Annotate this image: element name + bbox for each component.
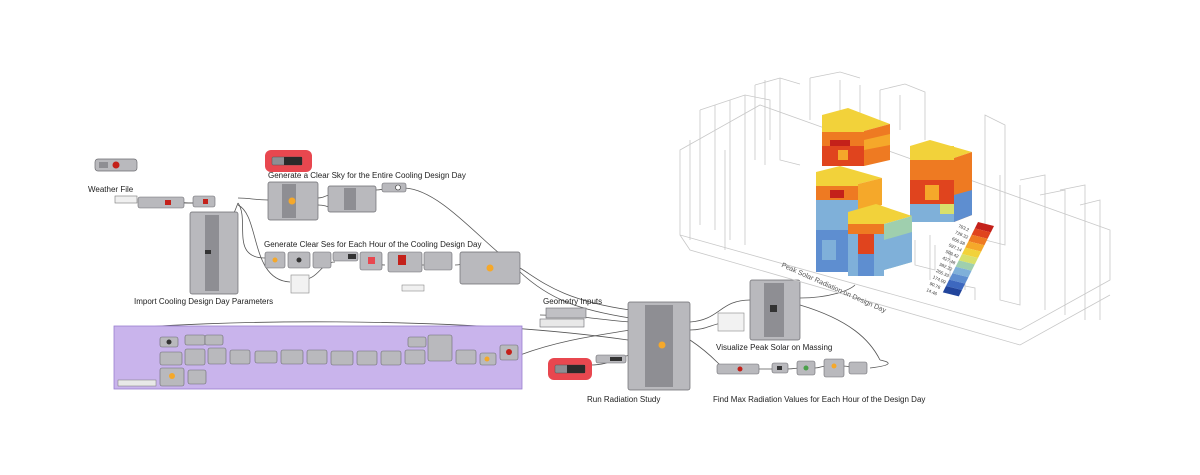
tower-b: [910, 140, 972, 222]
sky-matrix-component[interactable]: [327, 185, 377, 213]
clear-sky-hours-label: Generate Clear Ses for Each Hour of the …: [264, 240, 482, 249]
legend-value: 728.32: [954, 230, 969, 240]
clear-sky-component[interactable]: [267, 181, 319, 221]
radiation-param-slider[interactable]: [595, 354, 627, 364]
legend-swatch: [965, 241, 985, 252]
hourly-components-row[interactable]: [264, 251, 521, 294]
legend-swatch: [968, 234, 988, 246]
weather-file-component[interactable]: [94, 158, 138, 172]
run-radiation-label: Run Radiation Study: [587, 395, 661, 404]
clear-sky-toggle[interactable]: [265, 150, 312, 172]
legend-value: 509.42: [945, 249, 960, 259]
legend-swatch: [955, 260, 975, 271]
legend-swatch: [971, 228, 991, 239]
legend-swatch: [962, 247, 982, 258]
legend-swatch: [949, 273, 969, 284]
clear-sky-day-label: Generate a Clear Sky for the Entire Cool…: [268, 171, 466, 180]
legend-value: 597.14: [948, 243, 963, 253]
legend-value: 382.32: [938, 262, 953, 272]
import-header-component[interactable]: [192, 195, 216, 208]
legend-swatch: [946, 279, 966, 290]
geometry-inputs-label: Geometry Inputs: [543, 297, 603, 306]
legend-value: 14.46: [926, 287, 939, 296]
find-max-label: Find Max Radiation Values for Each Hour …: [713, 395, 926, 404]
tower-d: [848, 204, 912, 276]
legend-value: 265.33: [935, 268, 950, 278]
import-params-label: Import Cooling Design Day Parameters: [134, 297, 274, 306]
legend-value: 666.58: [951, 236, 966, 246]
visualize-peak-label: Visualize Peak Solar on Massing: [716, 343, 833, 352]
import-design-day-component[interactable]: [189, 211, 239, 295]
legend-swatch: [974, 222, 994, 233]
purple-group[interactable]: [113, 325, 523, 390]
max-values-chain[interactable]: [716, 358, 868, 378]
weather-path-panel[interactable]: [114, 195, 138, 204]
weather-file-label: Weather File: [88, 185, 134, 194]
legend-value: 90.76: [929, 281, 942, 290]
radiation-analysis-component[interactable]: [627, 301, 691, 391]
legend-panel[interactable]: [717, 312, 745, 332]
geometry-input-params[interactable]: [539, 307, 587, 328]
color-legend: 783.2728.32666.58597.14509.42427.48382.3…: [926, 222, 994, 297]
sky-preview-component[interactable]: [381, 182, 407, 193]
heatmap-massing: [816, 108, 972, 276]
legend-swatch: [958, 254, 978, 265]
run-radiation-toggle[interactable]: [548, 358, 592, 380]
legend-value: 783.2: [958, 223, 971, 232]
legend-value: 174.09: [932, 275, 947, 285]
legend-swatch: [942, 286, 962, 297]
epw-reader-component[interactable]: [137, 196, 185, 209]
legend-value: 427.48: [942, 255, 957, 265]
massing-wireframe: [679, 71, 1111, 346]
tower-a: [822, 108, 890, 166]
legend-swatch: [952, 266, 972, 278]
recolor-component[interactable]: [749, 279, 801, 341]
